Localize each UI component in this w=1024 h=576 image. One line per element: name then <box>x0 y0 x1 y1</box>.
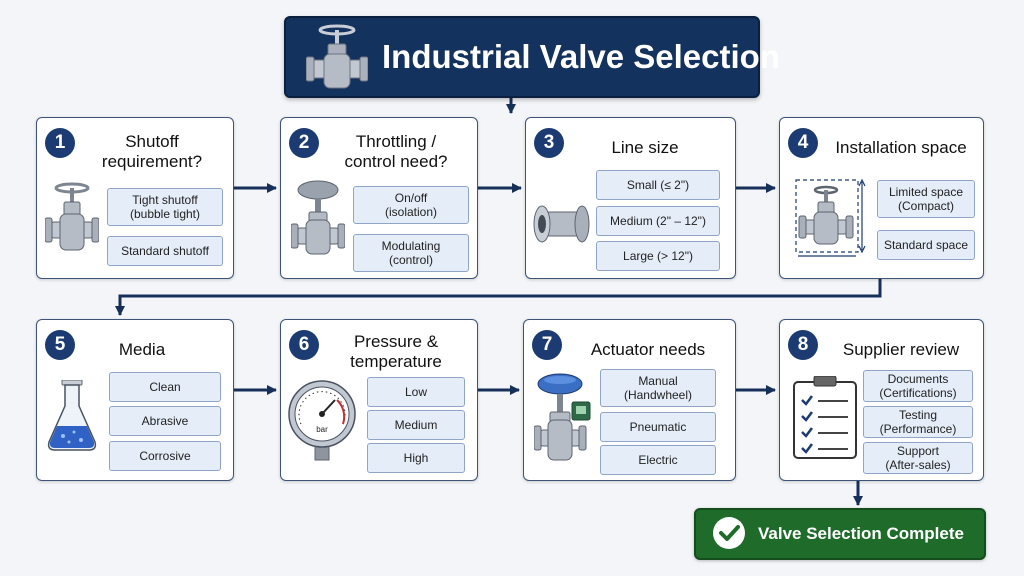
check-circle-icon <box>713 517 745 549</box>
option-manual: Manual (Handwheel) <box>600 369 716 407</box>
step-title: Shutoff requirement? <box>101 132 203 171</box>
clipboard-icon <box>793 376 857 459</box>
option-pneumatic: Pneumatic <box>600 412 716 442</box>
option-on-off: On/off (isolation) <box>353 186 469 224</box>
option-limited-space: Limited space (Compact) <box>877 180 975 218</box>
step-title: Media <box>118 340 166 359</box>
option-electric: Electric <box>600 445 716 475</box>
option-support: Support (After-sales) <box>863 442 973 474</box>
step-title: Pressure & temperature <box>350 332 442 371</box>
option-small: Small (≤ 2") <box>596 170 720 200</box>
step-card-8: 8 Supplier review Documents (Certificati… <box>779 319 984 481</box>
step-card-1: 1 Shutoff requirement? Tight shutoff (bu… <box>36 117 234 279</box>
step-title: Throttling / control need? <box>344 132 448 171</box>
option-standard-space: Standard space <box>877 230 975 260</box>
pipe-spool-icon <box>533 205 590 243</box>
page-title: Industrial Valve Selection <box>382 38 780 75</box>
gate-valve-icon <box>306 24 368 89</box>
step-card-7: 7 Actuator needs Manual (Handwheel) Pneu… <box>523 319 736 481</box>
option-corrosive: Corrosive <box>109 441 221 471</box>
step-card-2: 2 Throttling / control need? On/off (iso… <box>280 117 478 279</box>
pressure-gauge-icon: bar <box>288 380 356 461</box>
option-medium: Medium (2" – 12") <box>596 206 720 236</box>
selection-complete-label: Valve Selection Complete <box>758 524 964 543</box>
option-testing: Testing (Performance) <box>863 406 973 438</box>
option-abrasive: Abrasive <box>109 406 221 436</box>
step-title: Line size <box>611 138 679 157</box>
option-clean: Clean <box>109 372 221 402</box>
step-number-badge: 4 <box>788 128 818 158</box>
step-title: Actuator needs <box>590 340 706 359</box>
step-card-4: 4 Installation space Limited space (Comp… <box>779 117 984 279</box>
gauge-unit-label: bar <box>316 425 328 434</box>
option-standard-shutoff: Standard shutoff <box>107 236 223 266</box>
step-card-5: 5 Media Clean Abrasive Corrosive <box>36 319 234 481</box>
step-card-3: 3 Line size Small (≤ 2") Medium (2" – 12… <box>525 117 736 279</box>
gate-valve-icon <box>45 182 99 251</box>
option-documents: Documents (Certifications) <box>863 370 973 402</box>
title-banner: Industrial Valve Selection <box>284 16 780 98</box>
option-high: High <box>367 443 465 473</box>
step-number-badge: 5 <box>45 330 75 360</box>
option-modulating: Modulating (control) <box>353 234 469 272</box>
step-title: Installation space <box>835 138 967 157</box>
option-tight-shutoff: Tight shutoff (bubble tight) <box>107 188 223 226</box>
control-valve-icon <box>291 180 345 255</box>
compact-valve-icon <box>795 178 866 257</box>
flask-icon <box>47 380 97 451</box>
selection-complete-banner: Valve Selection Complete <box>694 508 986 560</box>
option-low: Low <box>367 377 465 407</box>
actuated-valve-icon <box>534 373 591 461</box>
step-number-badge: 3 <box>534 128 564 158</box>
step-number-badge: 8 <box>788 330 818 360</box>
step-card-6: 6 Pressure & temperature bar Low Medium … <box>280 319 478 481</box>
connector-4-5 <box>115 279 882 316</box>
option-medium-pressure: Medium <box>367 410 465 440</box>
step-number-badge: 6 <box>289 330 319 360</box>
step-title: Supplier review <box>842 340 960 359</box>
option-large: Large (> 12") <box>596 241 720 271</box>
step-number-badge: 2 <box>289 128 319 158</box>
step-number-badge: 7 <box>532 330 562 360</box>
step-number-badge: 1 <box>45 128 75 158</box>
